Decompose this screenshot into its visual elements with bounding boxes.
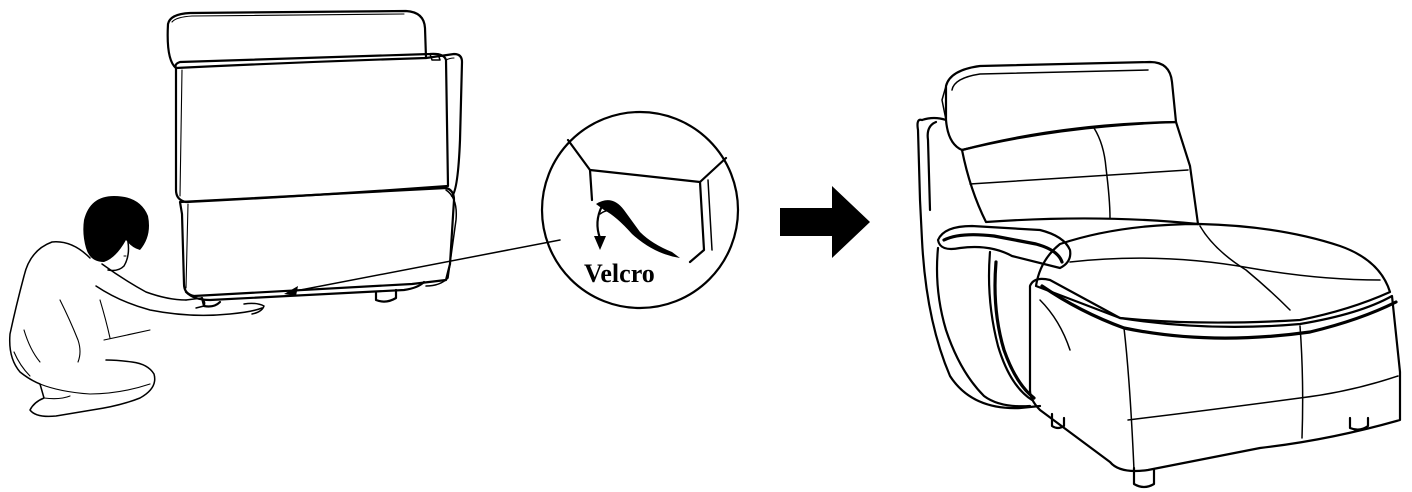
pointer-line (284, 239, 561, 296)
velcro-label: Velcro (584, 259, 655, 288)
right-arrow-icon (780, 186, 870, 258)
chaise-lounge-illustration (916, 60, 1402, 489)
person-kneeling-illustration (8, 196, 265, 418)
sofa-section-upright-illustration (166, 9, 464, 308)
velcro-detail-magnifier: Velcro (540, 110, 740, 310)
